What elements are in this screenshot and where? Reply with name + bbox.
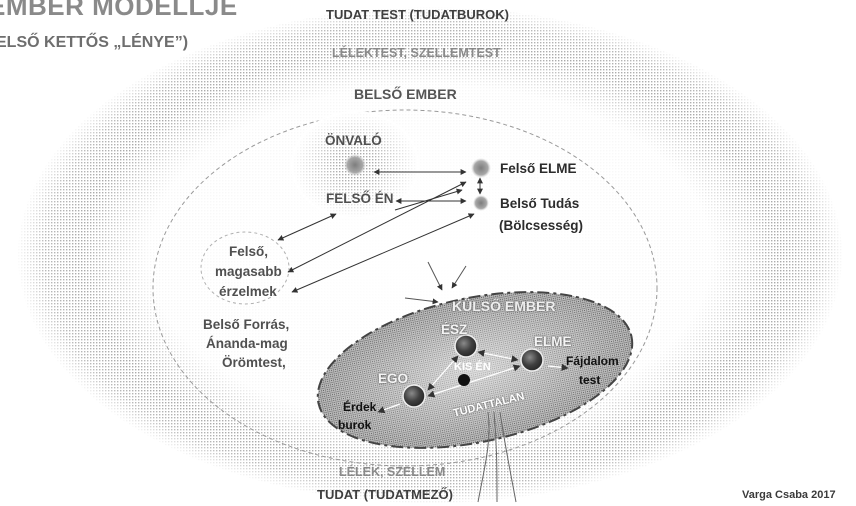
fajdalom-line1: Fájdalom	[566, 354, 619, 368]
tudattalan-stem	[477, 411, 517, 503]
model-subtitle: ELSŐ KETTŐS „LÉNYE”)	[0, 34, 189, 51]
tudat-mezo-label: TUDAT (TUDATMEZŐ)	[317, 487, 453, 502]
onvalo-label: ÖNVALÓ	[325, 133, 382, 148]
belso-tudas-label: Belső Tudás	[500, 196, 580, 211]
felso-en-label: FELSŐ ÉN	[326, 191, 394, 206]
elme-label: ELME	[534, 334, 572, 349]
felso-erzelmek-line3: érzelmek	[219, 284, 277, 299]
belso-forras-line2: Ánanda-mag	[206, 336, 288, 351]
belso-ember-boundary	[152, 109, 658, 467]
esz-label: ÉSZ	[441, 322, 468, 337]
lelek-szellem-label: LÉLEK, SZELLEM	[339, 465, 446, 479]
tudat-test-label: TUDAT TEST (TUDATBUROK)	[326, 7, 509, 22]
onvalo-orb	[344, 154, 366, 176]
bolcsesseg-label: (Bölcsesség)	[499, 218, 584, 233]
felso-erzelmek-line1: Felső,	[229, 244, 269, 259]
connector-arrows	[277, 169, 483, 293]
felso-erzelmek-bubble	[200, 231, 290, 305]
model-title: EMBER MODELLJE	[0, 0, 238, 21]
kulso-connectors	[377, 349, 569, 414]
felso-elme-label: Felső ELME	[500, 161, 577, 176]
esz-ball	[454, 334, 478, 358]
belso-forras-line1: Belső Forrás,	[203, 317, 290, 332]
belso-forras-line3: Örömtest,	[222, 355, 286, 370]
elme-ball	[520, 348, 544, 372]
erdek-line1: Érdek	[343, 400, 377, 414]
belso-tudas-orb	[473, 195, 489, 211]
belso-ember-label: BELSŐ EMBER	[354, 86, 457, 102]
fajdalom-line2: test	[579, 373, 601, 387]
kulso-ember-label: KÜLSŐ EMBER	[452, 298, 556, 314]
kis-en-label: KIS ÉN	[454, 361, 491, 373]
ego-ball	[402, 384, 426, 408]
erdek-line2: burok	[338, 418, 372, 432]
felso-erzelmek-line2: magasabb	[215, 264, 282, 279]
lelektest-label: LÉLEKTEST, SZELLEMTEST	[332, 46, 501, 60]
author-credit: Varga Csaba 2017	[742, 489, 836, 501]
felso-elme-orb	[471, 158, 491, 178]
kis-en-core	[458, 374, 470, 386]
ego-label: EGO	[378, 371, 409, 386]
